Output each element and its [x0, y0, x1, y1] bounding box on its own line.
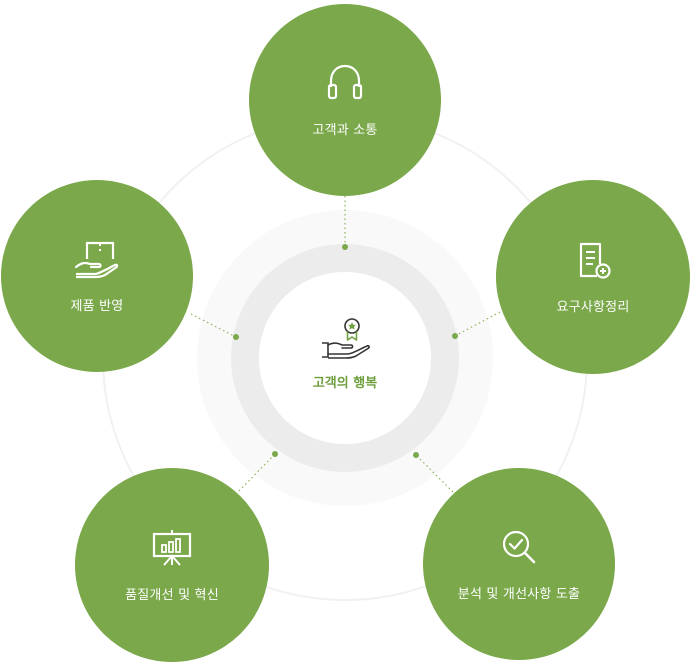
hand-award-icon [318, 316, 372, 366]
node-customer-communication[interactable]: 고객과 소통 [249, 4, 441, 196]
hand-box-icon [73, 239, 121, 279]
center-label: 고객의 행복 [312, 376, 378, 391]
connector-dot [342, 244, 348, 250]
connector-dot [452, 333, 458, 339]
node-label: 품질개선 및 혁신 [125, 587, 219, 603]
node-requirements[interactable]: 요구사항정리 [496, 180, 690, 374]
node-label: 분석 및 개선사항 도출 [457, 586, 581, 602]
node-quality-improvement[interactable]: 품질개선 및 혁신 [75, 468, 269, 662]
connector-dot [233, 334, 239, 340]
headset-icon [324, 63, 366, 103]
center-ring [231, 244, 459, 472]
connector-dot [413, 452, 419, 458]
node-label: 고객과 소통 [312, 122, 378, 138]
presentation-chart-icon [150, 528, 194, 568]
connector-dot [272, 451, 278, 457]
node-product-reflection[interactable]: 제품 반영 [1, 180, 193, 372]
node-analysis[interactable]: 분석 및 개선사항 도출 [423, 468, 615, 660]
document-add-icon [573, 240, 613, 280]
magnifier-check-icon [499, 527, 539, 567]
node-label: 제품 반영 [70, 298, 124, 314]
node-label: 요구사항정리 [556, 299, 630, 315]
